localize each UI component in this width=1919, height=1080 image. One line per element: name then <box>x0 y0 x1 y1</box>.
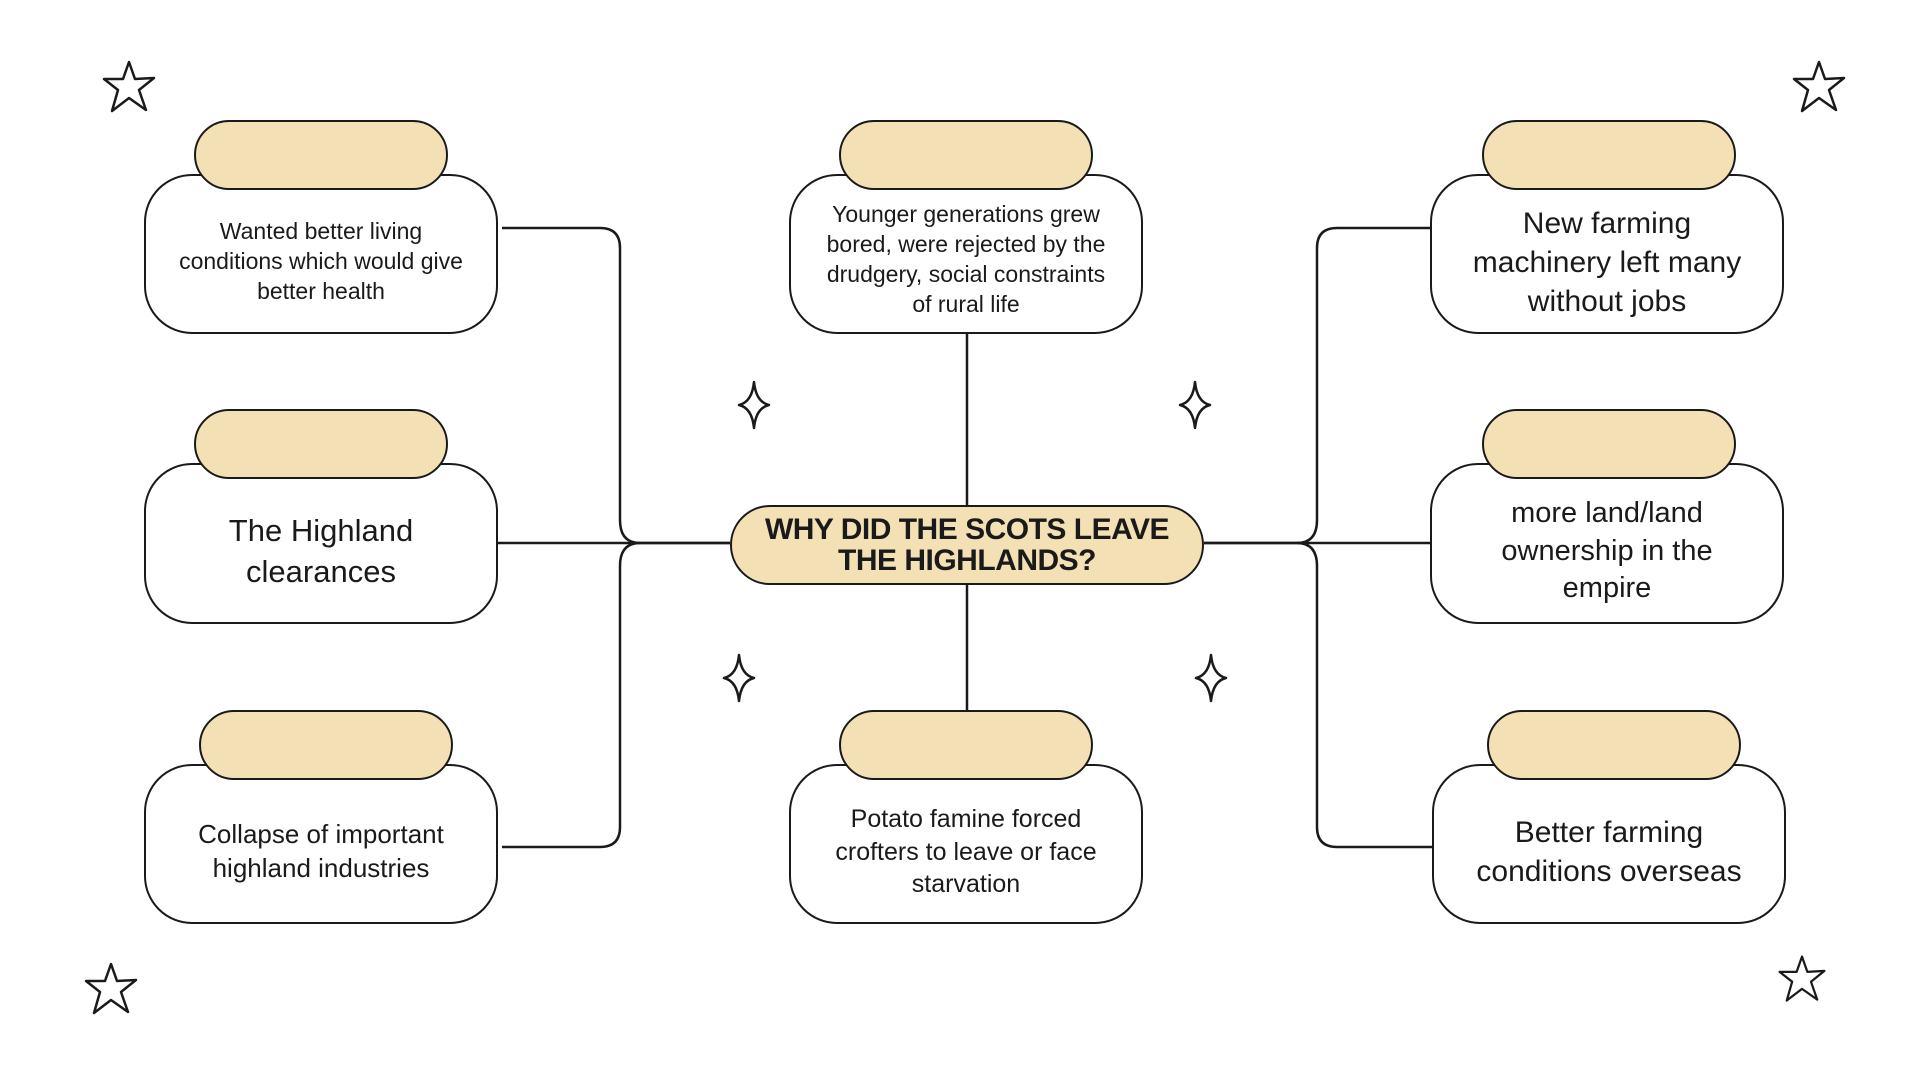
node-bottom-left-tab <box>199 710 453 780</box>
node-bottom-right-tab <box>1487 710 1741 780</box>
center-topic: WHY DID THE SCOTS LEAVE THE HIGHLANDS? <box>730 505 1204 585</box>
node-middle-left: The Highland clearances <box>144 463 498 624</box>
connector-top-right <box>1204 226 1433 545</box>
node-bottom-left: Collapse of important highland industrie… <box>144 764 498 924</box>
node-bottom-center-text: Potato famine forced crofters to leave o… <box>835 805 1097 899</box>
center-topic-text: WHY DID THE SCOTS LEAVE THE HIGHLANDS? <box>764 512 1170 577</box>
star-outline-icon <box>1792 60 1846 113</box>
star-outline-icon <box>102 60 156 113</box>
node-middle-right: more land/land ownership in the empire <box>1430 463 1784 624</box>
node-top-right-tab <box>1482 120 1736 190</box>
node-top-right: New farming machinery left many without … <box>1430 174 1784 334</box>
node-top-left-tab <box>194 120 448 190</box>
node-top-center-text: Younger generations grew bored, were rej… <box>826 201 1106 317</box>
node-bottom-right: Better farming conditions overseas <box>1432 764 1786 924</box>
node-top-left-text: Wanted better living conditions which wo… <box>179 218 463 304</box>
sparkle-outline-icon <box>722 653 756 703</box>
node-bottom-center-tab <box>839 710 1093 780</box>
node-middle-right-text: more land/land ownership in the empire <box>1501 496 1713 605</box>
sparkle-outline-icon <box>1194 653 1228 703</box>
star-outline-icon <box>1778 955 1826 1002</box>
star-outline-icon <box>84 962 138 1015</box>
sparkle-outline-icon <box>1178 380 1212 430</box>
node-top-right-text: New farming machinery left many without … <box>1472 206 1742 318</box>
connector-bottom-left <box>502 541 641 849</box>
sparkle-outline-icon <box>737 380 771 430</box>
node-top-center-tab <box>839 120 1093 190</box>
connector-top-left <box>502 226 730 545</box>
node-bottom-right-text: Better farming conditions overseas <box>1476 816 1742 888</box>
node-top-center: Younger generations grew bored, were rej… <box>789 174 1143 334</box>
node-middle-left-tab <box>194 409 448 479</box>
node-middle-left-text: The Highland clearances <box>228 513 414 589</box>
node-bottom-left-text: Collapse of important highland industrie… <box>198 819 444 883</box>
connector-bottom-right <box>1296 541 1435 849</box>
node-bottom-center: Potato famine forced crofters to leave o… <box>789 764 1143 924</box>
node-middle-right-tab <box>1482 409 1736 479</box>
node-top-left: Wanted better living conditions which wo… <box>144 174 498 334</box>
